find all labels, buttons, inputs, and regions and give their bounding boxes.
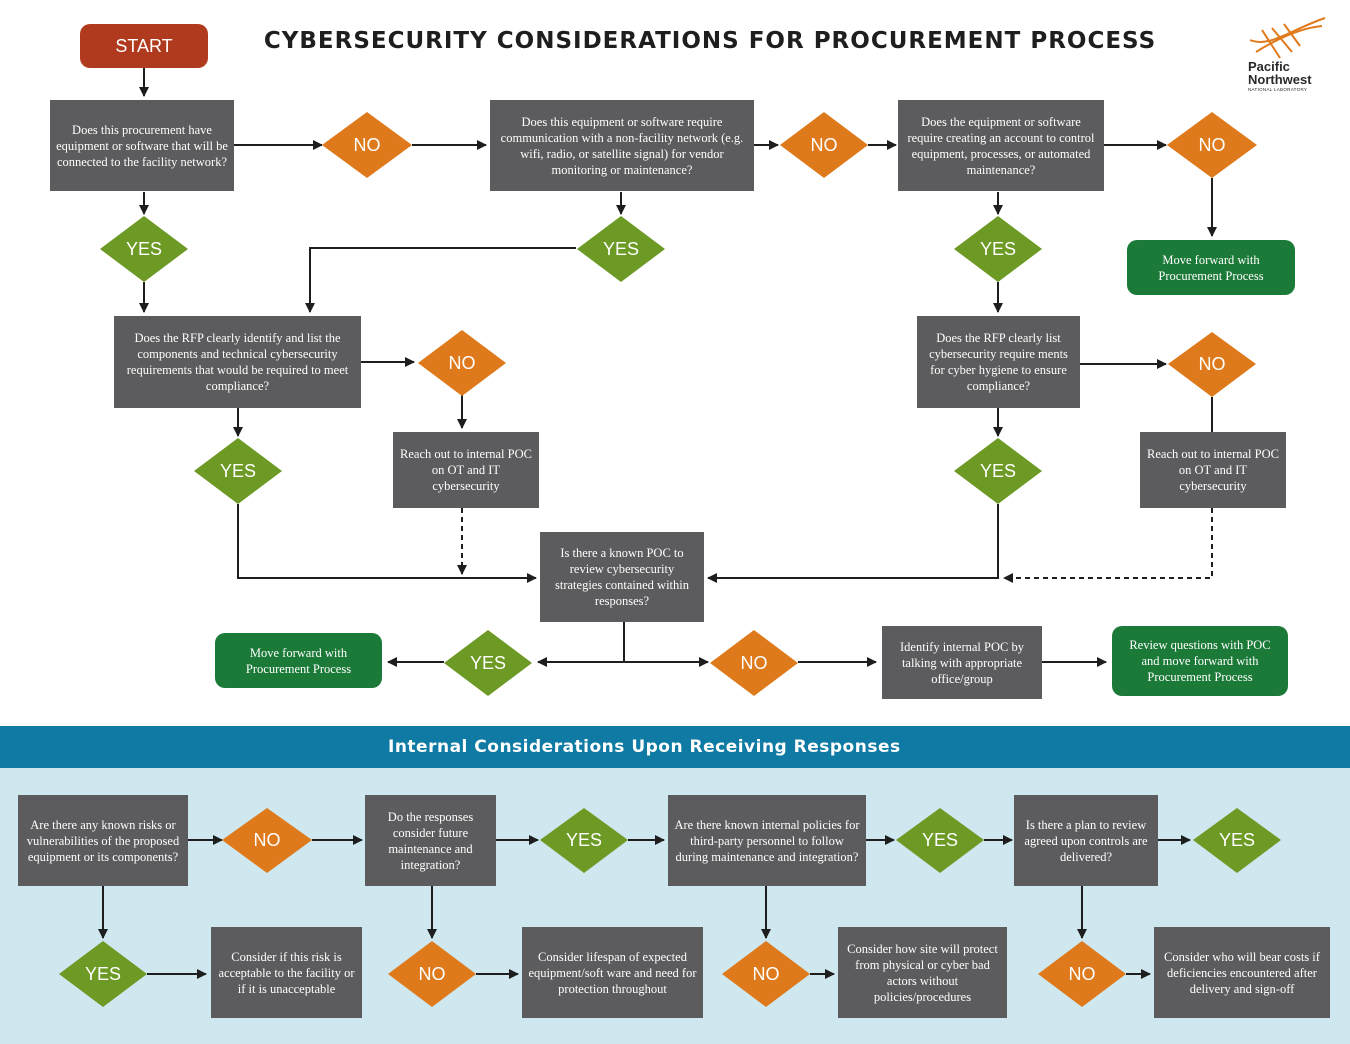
yes-label-r1: YES [84, 963, 122, 984]
reach-out-poc-right: Reach out to internal POC on OT and IT c… [1140, 432, 1286, 508]
yes-label-3: YES [979, 238, 1017, 259]
question-review-controls: Is there a plan to review agreed upon co… [1014, 795, 1158, 886]
no-label-5: NO [1198, 353, 1226, 374]
decision-yes-l2 [540, 808, 628, 873]
no-label-2: NO [810, 134, 838, 155]
yes-label-5: YES [979, 460, 1017, 481]
pnnl-logo-mark [1249, 17, 1326, 59]
decision-yes-6 [444, 630, 532, 696]
logo-subtitle: NATIONAL LABORATORY [1248, 87, 1308, 92]
decision-no-r2 [388, 941, 476, 1007]
section-title: Internal Considerations Upon Receiving R… [388, 737, 901, 757]
section-header: Internal Considerations Upon Receiving R… [0, 726, 1350, 768]
decision-yes-4 [194, 438, 282, 504]
arrow-reachout-right-q6 [1003, 508, 1213, 583]
decision-yes-r1 [59, 941, 147, 1007]
page-title: CYBERSECURITY CONSIDERATIONS FOR PROCURE… [263, 28, 1157, 54]
yes-label-2: YES [602, 238, 640, 259]
question-rfp-hygiene: Does the RFP clearly list cybersecurity … [917, 316, 1080, 408]
decision-no-r3 [722, 941, 810, 1007]
no-label-l1: NO [253, 829, 281, 850]
question-known-risks: Are there any known risks or vulnerabili… [18, 795, 188, 886]
decision-yes-5 [954, 438, 1042, 504]
review-questions-poc: Review questions with POC and move forwa… [1112, 626, 1288, 696]
yes-label-1: YES [125, 238, 163, 259]
decision-no-1 [322, 112, 412, 178]
decision-yes-l3 [896, 808, 984, 873]
consider-deficiency-costs: Consider who will bear costs if deficien… [1154, 927, 1330, 1018]
reach-out-poc-left: Reach out to internal POC on OT and IT c… [393, 432, 539, 508]
logo-line-2: Northwest [1248, 72, 1312, 87]
consider-risk-acceptable: Consider if this risk is acceptable to t… [211, 927, 362, 1018]
no-label-1: NO [353, 134, 381, 155]
question-future-maintenance: Do the responses consider future mainten… [365, 795, 496, 886]
decision-no-2 [780, 112, 868, 178]
move-forward-bottom: Move forward with Procurement Process [215, 633, 382, 688]
decision-no-r4 [1038, 941, 1126, 1007]
yes-label-l4: YES [1218, 829, 1256, 850]
move-forward-top: Move forward with Procurement Process [1127, 240, 1295, 295]
yes-label-l2: YES [565, 829, 603, 850]
arrow-q4yes-q6 [237, 504, 537, 583]
logo-line-1: Pacific [1248, 59, 1290, 74]
no-label-r4: NO [1068, 963, 1096, 984]
no-label-3: NO [1198, 134, 1226, 155]
arrow-q5yes-q6 [707, 504, 999, 583]
start-node: START [80, 24, 208, 68]
arrow-q2yes-q4 [305, 247, 576, 313]
question-non-facility-network: Does this equipment or software require … [490, 100, 754, 191]
arrow-q6-yes [537, 622, 625, 667]
consider-lifespan: Consider lifespan of expected equipment/… [522, 927, 703, 1018]
identify-internal-poc: Identify internal POC by talking with ap… [882, 626, 1042, 699]
decision-yes-2 [577, 216, 665, 282]
consider-site-protection: Consider how site will protect from phys… [838, 927, 1007, 1018]
decision-yes-3 [954, 216, 1042, 282]
decision-no-4 [418, 330, 506, 396]
no-label-r2: NO [418, 963, 446, 984]
yes-label-4: YES [219, 460, 257, 481]
question-rfp-components: Does the RFP clearly identify and list t… [114, 316, 361, 408]
question-account-creation: Does the equipment or software require c… [898, 100, 1104, 191]
decision-no-3 [1167, 112, 1257, 178]
question-known-poc: Is there a known POC to review cybersecu… [540, 532, 704, 622]
no-label-6: NO [740, 652, 768, 673]
decision-no-l1 [222, 808, 312, 873]
logo-wordmark: Pacific Northwest [1248, 60, 1312, 86]
question-network-connection: Does this procurement have equipment or … [50, 100, 234, 191]
decision-yes-1 [100, 216, 188, 282]
question-internal-policies: Are there known internal policies for th… [668, 795, 866, 886]
decision-no-5 [1168, 332, 1256, 397]
decision-no-6 [710, 630, 798, 696]
yes-label-l3: YES [921, 829, 959, 850]
yes-label-6: YES [469, 652, 507, 673]
decision-yes-l4 [1193, 808, 1281, 873]
no-label-4: NO [448, 352, 476, 373]
no-label-r3: NO [752, 963, 780, 984]
